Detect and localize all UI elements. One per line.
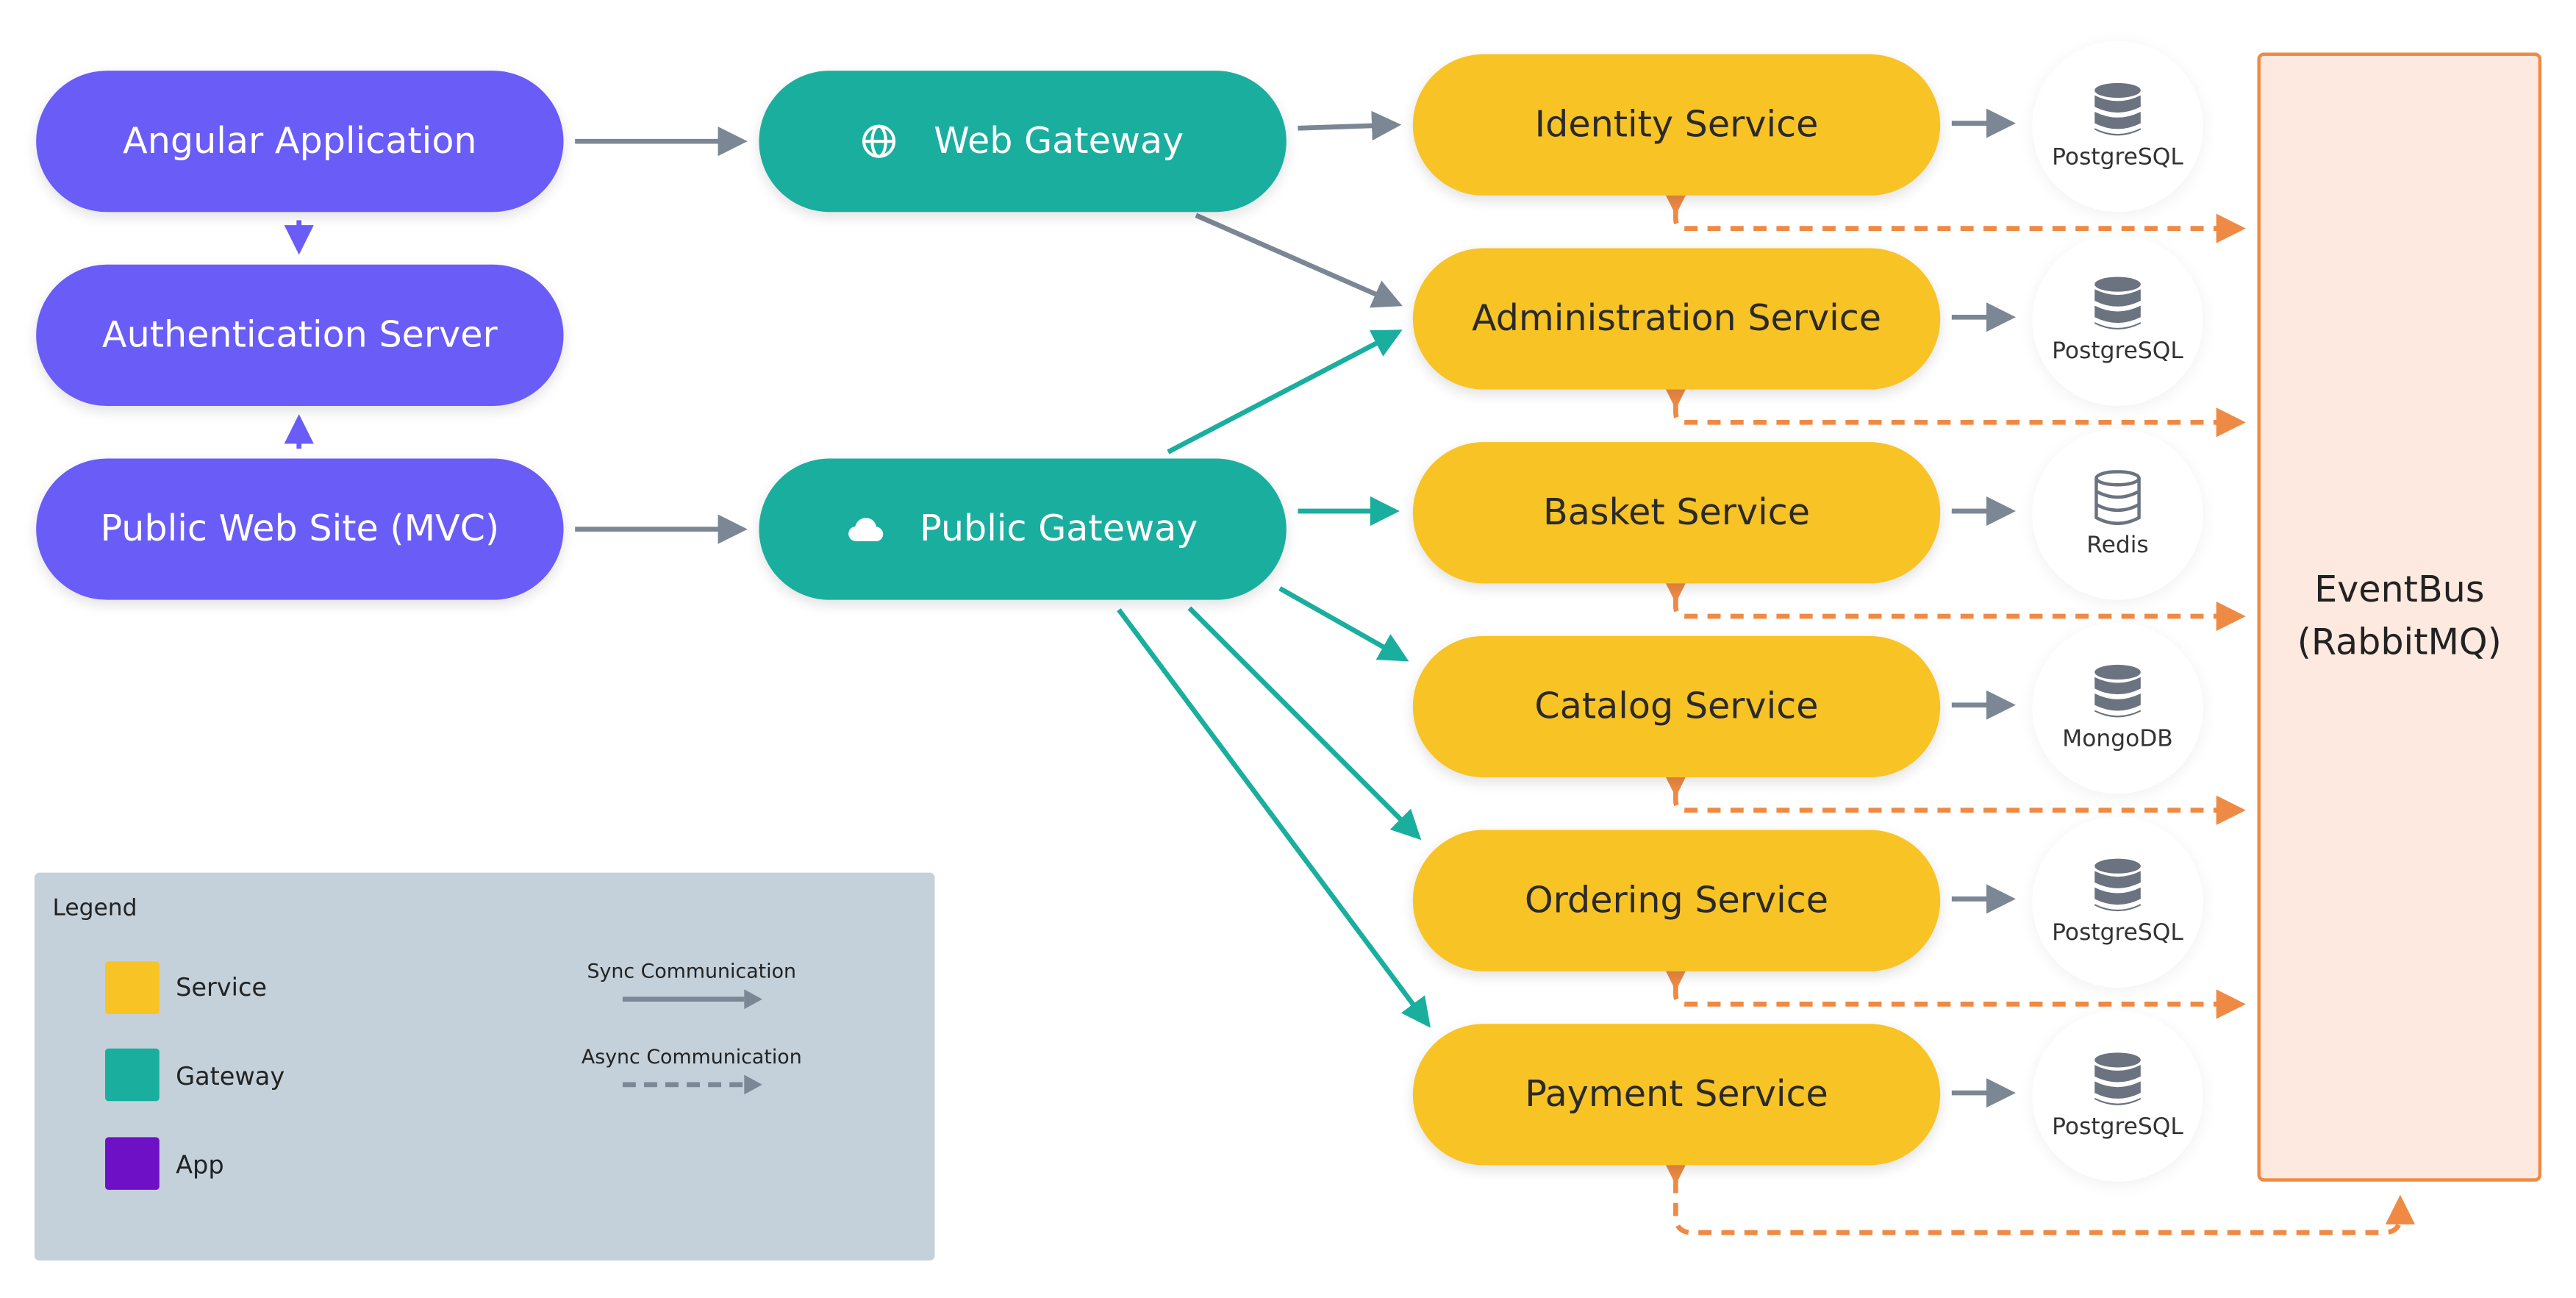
ordering-service-node[interactable]: Ordering Service bbox=[1412, 830, 1941, 971]
catalog-database[interactable]: MongoDB bbox=[2032, 622, 2203, 794]
angular-application-label: Angular Application bbox=[123, 121, 477, 163]
database-icon bbox=[2094, 277, 2141, 330]
globe-icon bbox=[862, 124, 898, 160]
public-web-site-label: Public Web Site (MVC) bbox=[100, 508, 500, 550]
payment-service-label: Payment Service bbox=[1525, 1074, 1828, 1116]
arrow-web-gateway-to-identity bbox=[1298, 110, 1402, 141]
legend-service-label: Service bbox=[176, 972, 267, 1003]
identity-service-node[interactable]: Identity Service bbox=[1412, 54, 1941, 196]
arrow-public-gateway-to-administration bbox=[1167, 329, 1403, 454]
async-catalog-eventbus bbox=[1661, 767, 2246, 825]
administration-database[interactable]: PostgreSQL bbox=[2032, 235, 2203, 406]
catalog-service-node[interactable]: Catalog Service bbox=[1412, 635, 1941, 778]
web-gateway-node[interactable]: Web Gateway bbox=[759, 71, 1287, 213]
authentication-server-node[interactable]: Authentication Server bbox=[36, 264, 564, 406]
identity-service-label: Identity Service bbox=[1534, 104, 1819, 146]
async-payment-eventbus bbox=[1661, 1155, 2416, 1235]
payment-database[interactable]: PostgreSQL bbox=[2032, 1010, 2203, 1182]
catalog-service-label: Catalog Service bbox=[1534, 685, 1819, 727]
payment-service-node[interactable]: Payment Service bbox=[1412, 1024, 1941, 1166]
basket-database[interactable]: Redis bbox=[2032, 429, 2203, 600]
public-gateway-node[interactable]: Public Gateway bbox=[759, 458, 1287, 600]
async-administration-eventbus bbox=[1661, 379, 2246, 438]
eventbus-subtitle: (RabbitMQ) bbox=[2297, 621, 2502, 663]
eventbus-title: EventBus bbox=[2314, 569, 2485, 611]
cloud-icon bbox=[848, 516, 884, 543]
arrow-public-gateway-to-ordering bbox=[1187, 606, 1422, 841]
database-icon bbox=[2094, 1052, 2141, 1105]
async-ordering-eventbus bbox=[1661, 961, 2246, 1019]
database-icon bbox=[2094, 82, 2141, 136]
legend-gateway-swatch bbox=[105, 1048, 160, 1102]
catalog-database-label: MongoDB bbox=[2062, 726, 2173, 753]
angular-application-node[interactable]: Angular Application bbox=[36, 71, 564, 213]
administration-service-label: Administration Service bbox=[1471, 298, 1882, 340]
legend-async-arrow bbox=[622, 1074, 762, 1095]
identity-database-label: PostgreSQL bbox=[2052, 144, 2183, 171]
administration-service-node[interactable]: Administration Service bbox=[1412, 248, 1941, 390]
basket-database-label: Redis bbox=[2086, 532, 2149, 559]
ordering-database[interactable]: PostgreSQL bbox=[2032, 816, 2203, 988]
async-basket-eventbus bbox=[1661, 573, 2246, 632]
legend-app-swatch bbox=[105, 1137, 160, 1190]
public-web-site-node[interactable]: Public Web Site (MVC) bbox=[36, 458, 564, 600]
legend-title: Legend bbox=[52, 895, 137, 922]
legend-panel: Legend Service Gateway App Sync Communic… bbox=[34, 872, 935, 1261]
eventbus-node[interactable]: EventBus (RabbitMQ) bbox=[2257, 52, 2542, 1182]
database-icon bbox=[2094, 664, 2141, 718]
ordering-database-label: PostgreSQL bbox=[2052, 920, 2183, 947]
payment-database-label: PostgreSQL bbox=[2052, 1114, 2183, 1141]
arrow-public-gateway-to-catalog bbox=[1278, 586, 1409, 662]
basket-service-node[interactable]: Basket Service bbox=[1412, 442, 1941, 584]
legend-sync-arrow bbox=[622, 989, 762, 1010]
authentication-server-label: Authentication Server bbox=[101, 314, 498, 356]
legend-service-swatch bbox=[105, 961, 160, 1014]
legend-gateway-label: Gateway bbox=[176, 1061, 285, 1091]
async-identity-eventbus bbox=[1661, 185, 2246, 243]
ordering-service-label: Ordering Service bbox=[1524, 880, 1829, 921]
administration-database-label: PostgreSQL bbox=[2052, 338, 2183, 365]
arrow-web-gateway-to-administration bbox=[1195, 213, 1403, 308]
identity-database[interactable]: PostgreSQL bbox=[2032, 40, 2203, 213]
basket-service-label: Basket Service bbox=[1542, 492, 1811, 534]
database-icon bbox=[2094, 858, 2141, 912]
web-gateway-label: Web Gateway bbox=[934, 121, 1184, 163]
legend-sync-label: Sync Communication bbox=[587, 960, 797, 983]
arrow-public-gateway-to-payment bbox=[1117, 608, 1431, 1028]
public-gateway-label: Public Gateway bbox=[920, 508, 1198, 550]
legend-app-label: App bbox=[176, 1150, 224, 1180]
legend-async-label: Async Communication bbox=[581, 1045, 802, 1069]
database-outline-icon bbox=[2094, 470, 2141, 525]
